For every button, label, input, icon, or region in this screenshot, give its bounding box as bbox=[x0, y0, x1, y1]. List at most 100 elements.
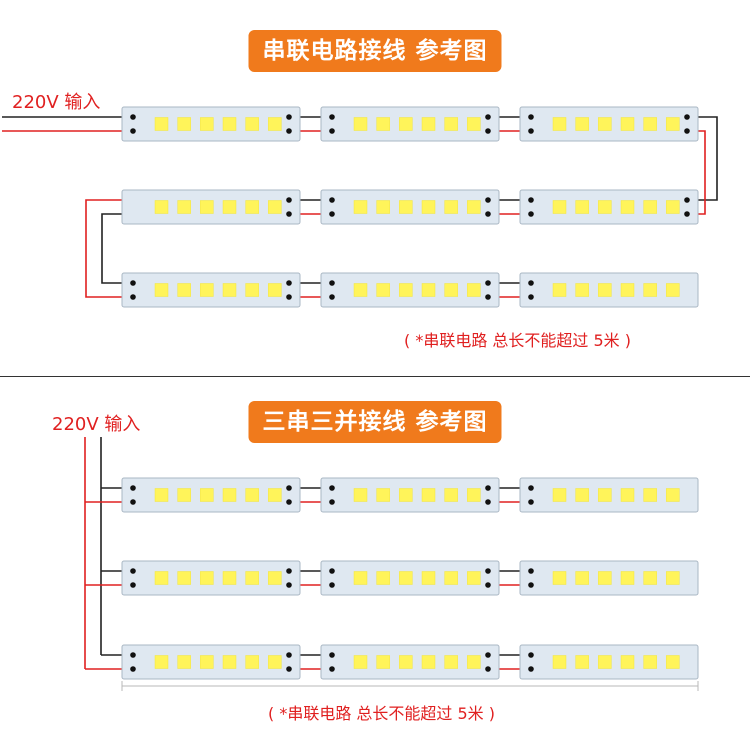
terminal-dot bbox=[485, 485, 491, 491]
terminal-dot bbox=[130, 568, 136, 574]
led-chip bbox=[154, 200, 169, 214]
led-chip bbox=[268, 488, 282, 502]
terminal-dot bbox=[528, 485, 534, 491]
led-chip bbox=[467, 200, 481, 214]
parallel-wiring-title: 三串三并接线 参考图 bbox=[248, 401, 502, 443]
led-strip bbox=[320, 644, 500, 680]
terminal-dot bbox=[286, 114, 292, 120]
led-chip bbox=[353, 117, 368, 131]
terminal-dot bbox=[130, 114, 136, 120]
led-chip bbox=[575, 488, 589, 502]
terminal-dot bbox=[684, 211, 690, 217]
terminal-dot bbox=[286, 499, 292, 505]
led-chip bbox=[177, 571, 191, 585]
led-chip bbox=[666, 117, 680, 131]
led-chip bbox=[552, 571, 567, 585]
terminal-dot bbox=[329, 211, 335, 217]
terminal-dot bbox=[286, 485, 292, 491]
led-chip bbox=[376, 117, 390, 131]
led-chip bbox=[643, 200, 657, 214]
terminal-dot bbox=[528, 582, 534, 588]
terminal-dot bbox=[286, 582, 292, 588]
led-chip bbox=[666, 571, 680, 585]
led-chip bbox=[399, 283, 413, 297]
terminal-dot bbox=[130, 666, 136, 672]
led-strip bbox=[320, 272, 500, 308]
led-chip bbox=[620, 283, 635, 297]
section-divider bbox=[0, 376, 750, 377]
led-strip bbox=[121, 272, 301, 308]
terminal-dot bbox=[485, 568, 491, 574]
terminal-dot bbox=[286, 568, 292, 574]
led-chip bbox=[222, 655, 237, 669]
led-chip bbox=[222, 571, 237, 585]
led-chip bbox=[399, 655, 413, 669]
terminal-dot bbox=[485, 652, 491, 658]
terminal-dot bbox=[329, 128, 335, 134]
terminal-dot bbox=[286, 652, 292, 658]
led-chip bbox=[666, 488, 680, 502]
terminal-dot bbox=[329, 568, 335, 574]
led-chip bbox=[643, 488, 657, 502]
led-chip bbox=[376, 488, 390, 502]
terminal-dot bbox=[329, 582, 335, 588]
led-chip bbox=[444, 117, 458, 131]
terminal-dot bbox=[329, 485, 335, 491]
terminal-dot bbox=[528, 128, 534, 134]
led-chip bbox=[620, 200, 635, 214]
led-chip bbox=[444, 200, 458, 214]
led-chip bbox=[268, 283, 282, 297]
terminal-dot bbox=[528, 114, 534, 120]
terminal-dot bbox=[329, 280, 335, 286]
led-strip bbox=[519, 272, 699, 308]
loop-black-wire bbox=[687, 116, 718, 201]
led-chip bbox=[620, 655, 635, 669]
led-chip bbox=[200, 200, 214, 214]
terminal-dot bbox=[329, 666, 335, 672]
led-chip bbox=[552, 283, 567, 297]
led-strip bbox=[320, 477, 500, 513]
led-strip bbox=[519, 644, 699, 680]
led-chip bbox=[376, 283, 390, 297]
terminal-dot bbox=[485, 280, 491, 286]
terminal-dot bbox=[130, 128, 136, 134]
led-chip bbox=[598, 488, 612, 502]
led-chip bbox=[154, 488, 169, 502]
led-chip bbox=[421, 655, 436, 669]
led-chip bbox=[575, 200, 589, 214]
led-chip bbox=[421, 200, 436, 214]
led-strip bbox=[121, 644, 301, 680]
led-chip bbox=[598, 117, 612, 131]
led-chip bbox=[200, 283, 214, 297]
series-length-note: ( *串联电路 总长不能超过 5米 ) bbox=[404, 331, 632, 350]
terminal-dot bbox=[485, 128, 491, 134]
led-chip bbox=[444, 283, 458, 297]
led-chip bbox=[200, 488, 214, 502]
terminal-dot bbox=[528, 652, 534, 658]
led-chip bbox=[467, 655, 481, 669]
terminal-dot bbox=[485, 114, 491, 120]
led-chip bbox=[245, 571, 259, 585]
led-chip bbox=[666, 283, 680, 297]
led-strip bbox=[519, 189, 699, 225]
led-strip bbox=[121, 189, 301, 225]
led-chip bbox=[376, 200, 390, 214]
led-chip bbox=[467, 283, 481, 297]
terminal-dot bbox=[485, 197, 491, 203]
led-chip bbox=[643, 655, 657, 669]
led-chip bbox=[421, 283, 436, 297]
terminal-dot bbox=[684, 197, 690, 203]
led-chip bbox=[643, 571, 657, 585]
led-chip bbox=[575, 655, 589, 669]
terminal-dot bbox=[286, 197, 292, 203]
terminal-dot bbox=[528, 197, 534, 203]
led-chip bbox=[444, 571, 458, 585]
parallel-input-label: 220V 输入 bbox=[52, 414, 141, 435]
led-chip bbox=[222, 488, 237, 502]
led-chip bbox=[575, 283, 589, 297]
terminal-dot bbox=[130, 280, 136, 286]
led-strip bbox=[320, 106, 500, 142]
terminal-dot bbox=[286, 128, 292, 134]
led-chip bbox=[154, 655, 169, 669]
